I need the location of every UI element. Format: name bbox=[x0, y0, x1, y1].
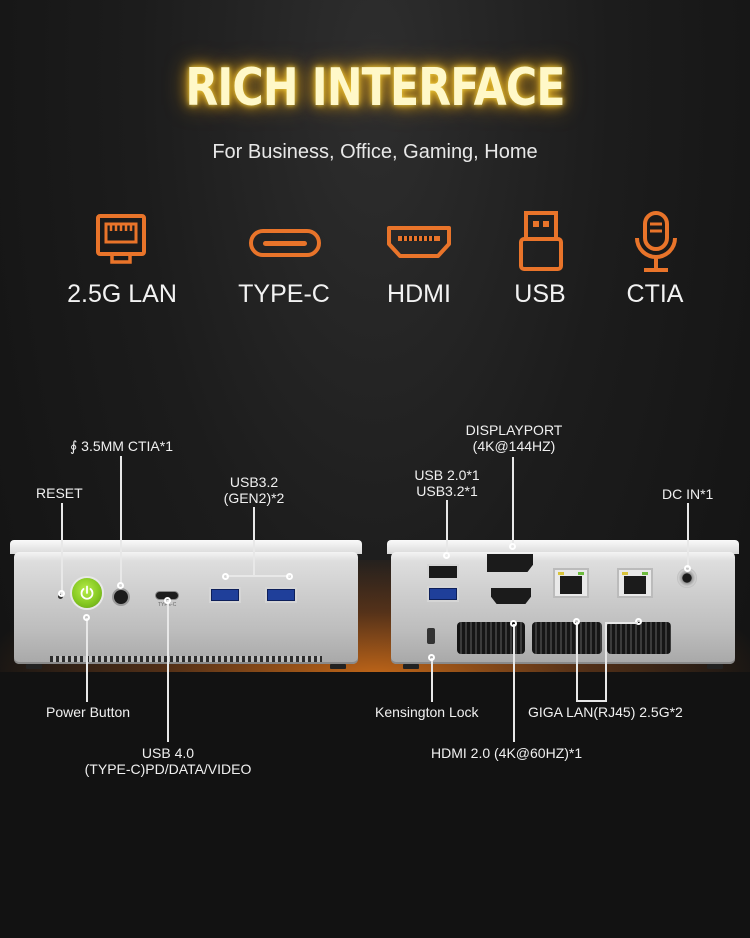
floor-shadow bbox=[0, 672, 750, 938]
displayport-port[interactable] bbox=[487, 554, 533, 572]
kensington-slot[interactable] bbox=[427, 628, 435, 644]
hdmi-port[interactable] bbox=[491, 588, 531, 604]
ethernet-port-icon bbox=[94, 212, 148, 271]
front-panel-device: TYPE-C bbox=[10, 540, 362, 670]
kensington-label: Kensington Lock bbox=[375, 704, 479, 720]
rear-panel-device bbox=[387, 540, 739, 670]
hdmi-port-icon bbox=[386, 224, 452, 265]
usb4-label: USB 4.0 (TYPE-C)PD/DATA/VIDEO bbox=[84, 745, 252, 777]
audio-jack[interactable] bbox=[114, 590, 128, 604]
lan-port-1[interactable] bbox=[553, 568, 589, 598]
usb-c-port-icon bbox=[248, 228, 322, 263]
usb3-port-2[interactable] bbox=[265, 587, 297, 603]
power-icon bbox=[80, 585, 94, 600]
hdmi-label: HDMI 2.0 (4K@60HZ)*1 bbox=[431, 745, 583, 761]
rear-usb2-port[interactable] bbox=[427, 564, 459, 580]
lan-label: GIGA LAN(RJ45) 2.5G*2 bbox=[528, 704, 683, 720]
power-button[interactable] bbox=[72, 578, 102, 608]
usb-plug-icon bbox=[518, 210, 564, 277]
feature-label-usb: USB bbox=[514, 280, 566, 308]
ctia-label: ∮ 3.5MM CTIA*1 bbox=[70, 438, 173, 454]
usb3-port-1[interactable] bbox=[209, 587, 241, 603]
microphone-icon bbox=[632, 210, 680, 279]
rear-usb3-port[interactable] bbox=[427, 586, 459, 602]
feature-label-typec: TYPE-C bbox=[238, 280, 330, 308]
lan-port-2[interactable] bbox=[617, 568, 653, 598]
usb-c-port[interactable] bbox=[156, 592, 178, 599]
displayport-label: DISPLAYPORT (4K@144HZ) bbox=[465, 422, 563, 454]
reset-label: RESET bbox=[36, 485, 83, 501]
page-subtitle: For Business, Office, Gaming, Home bbox=[212, 141, 538, 163]
feature-label-hdmi: HDMI bbox=[387, 280, 451, 308]
rear-usb-label: USB 2.0*1 USB3.2*1 bbox=[414, 467, 480, 499]
power-button-label: Power Button bbox=[46, 704, 131, 720]
feature-label-lan: 2.5G LAN bbox=[67, 280, 177, 308]
dc-in-label: DC IN*1 bbox=[662, 486, 714, 502]
page-title: RICH INTERFACE bbox=[185, 58, 565, 118]
dc-in-jack[interactable] bbox=[677, 568, 697, 588]
usb32-label: USB3.2 (GEN2)*2 bbox=[223, 474, 285, 506]
rear-vent-3 bbox=[607, 622, 671, 654]
feature-label-ctia: CTIA bbox=[626, 280, 684, 308]
rear-vent-2 bbox=[532, 622, 602, 654]
bottom-vent bbox=[50, 656, 322, 662]
